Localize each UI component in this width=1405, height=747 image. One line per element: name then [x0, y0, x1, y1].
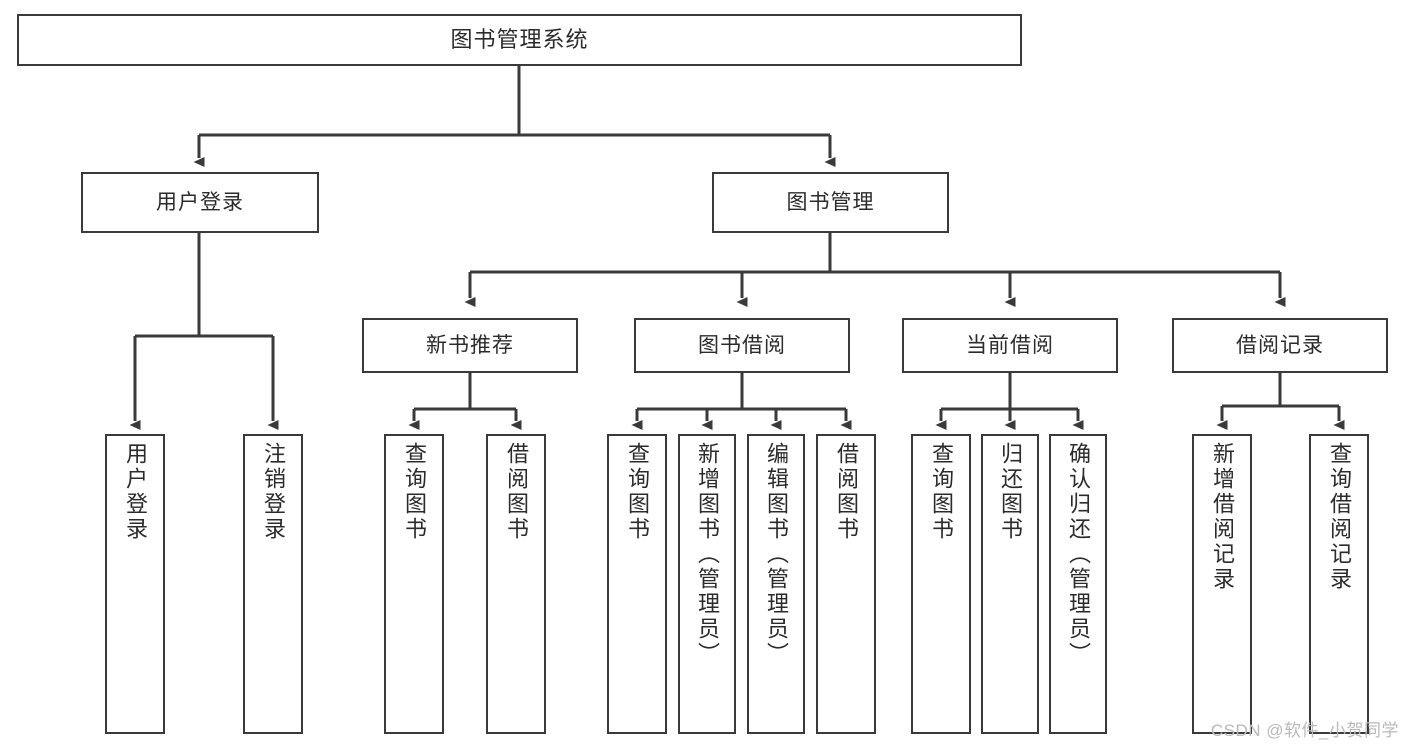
node-leaf-borrow-book-borrow-label: 借阅图书	[834, 442, 859, 542]
node-leaf-logout-label: 注销登录	[261, 442, 286, 542]
node-leaf-query-borrow-record-label: 查询借阅记录	[1327, 442, 1352, 592]
node-current-borrow-label: 当前借阅	[966, 333, 1054, 357]
node-new-book-recommend[interactable]: 新书推荐	[362, 318, 578, 373]
node-leaf-query-book-newbook-label: 查询图书	[402, 442, 427, 542]
node-new-book-recommend-label: 新书推荐	[426, 333, 514, 357]
node-leaf-query-borrow-record[interactable]: 查询借阅记录	[1309, 434, 1369, 734]
node-leaf-borrow-book-borrow[interactable]: 借阅图书	[816, 434, 876, 734]
node-borrow-records[interactable]: 借阅记录	[1172, 318, 1388, 373]
node-borrow-records-label: 借阅记录	[1236, 333, 1324, 357]
watermark-text: CSDN @软件_小贺同学	[1210, 721, 1399, 740]
node-leaf-confirm-return-admin-label: 确认归还（管理员）	[1066, 442, 1091, 667]
node-leaf-add-borrow-record-label: 新增借阅记录	[1210, 442, 1235, 592]
node-root-label: 图书管理系统	[450, 26, 589, 52]
node-leaf-logout[interactable]: 注销登录	[243, 434, 303, 734]
node-current-borrow[interactable]: 当前借阅	[902, 318, 1118, 373]
node-leaf-edit-book-admin[interactable]: 编辑图书（管理员）	[747, 434, 805, 734]
node-leaf-return-book-label: 归还图书	[998, 442, 1023, 542]
node-user-login-label: 用户登录	[156, 190, 244, 214]
node-leaf-add-borrow-record[interactable]: 新增借阅记录	[1192, 434, 1252, 734]
node-root[interactable]: 图书管理系统	[17, 14, 1022, 66]
node-user-login[interactable]: 用户登录	[81, 172, 319, 233]
node-leaf-query-book-borrow[interactable]: 查询图书	[607, 434, 667, 734]
node-leaf-add-book-admin[interactable]: 新增图书（管理员）	[678, 434, 736, 734]
node-book-borrow-label: 图书借阅	[698, 333, 786, 357]
node-book-management-label: 图书管理	[786, 190, 875, 214]
node-leaf-borrow-book-newbook[interactable]: 借阅图书	[486, 434, 546, 734]
node-book-borrow[interactable]: 图书借阅	[634, 318, 850, 373]
node-leaf-return-book[interactable]: 归还图书	[981, 434, 1039, 734]
node-book-management[interactable]: 图书管理	[712, 172, 949, 233]
node-leaf-user-login-label: 用户登录	[123, 442, 148, 542]
node-leaf-borrow-book-newbook-label: 借阅图书	[504, 442, 529, 542]
node-leaf-add-book-admin-label: 新增图书（管理员）	[695, 442, 720, 667]
node-leaf-query-book-current-label: 查询图书	[929, 442, 954, 542]
node-leaf-edit-book-admin-label: 编辑图书（管理员）	[764, 442, 789, 667]
node-leaf-query-book-current[interactable]: 查询图书	[911, 434, 971, 734]
node-leaf-confirm-return-admin[interactable]: 确认归还（管理员）	[1049, 434, 1107, 734]
node-leaf-query-book-newbook[interactable]: 查询图书	[384, 434, 444, 734]
node-leaf-user-login[interactable]: 用户登录	[105, 434, 165, 734]
node-leaf-query-book-borrow-label: 查询图书	[625, 442, 650, 542]
